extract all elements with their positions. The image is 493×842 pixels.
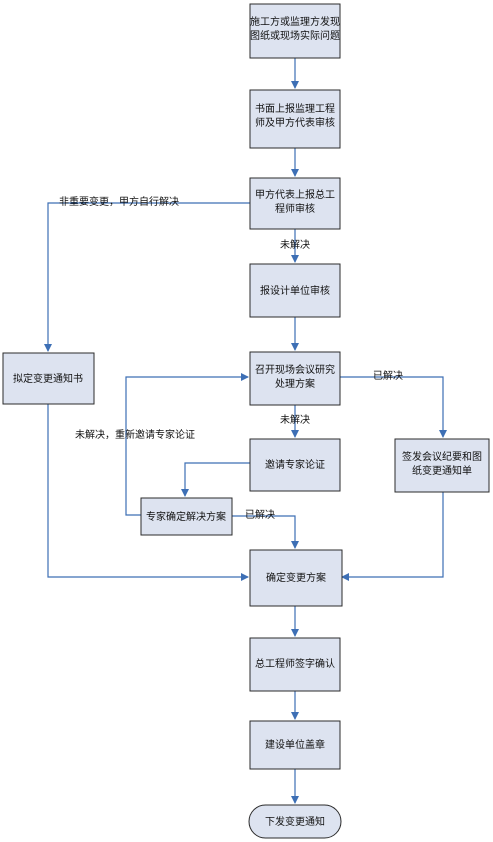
step-expert-solution: 专家确定解决方案 bbox=[140, 497, 233, 536]
step-chief-engineer-sign-line1: 总工程师签字确认 bbox=[255, 657, 335, 670]
step-owner-seal-line1: 建设单位盖章 bbox=[265, 738, 325, 751]
edge-n7-n10 bbox=[232, 515, 299, 549]
step-site-meeting: 召开现场会议研究 处理方案 bbox=[249, 351, 341, 406]
step-confirm-change-plan-line1: 确定变更方案 bbox=[266, 571, 326, 584]
label-nonmajor-change: 非重要变更，甲方自行解决 bbox=[59, 195, 179, 208]
label-resolved-1: 已解决 bbox=[373, 369, 403, 382]
step-owner-report-chief-line1: 甲方代表上报总工 bbox=[255, 188, 335, 201]
step-invite-experts-line1: 邀请专家论证 bbox=[265, 458, 325, 471]
step-written-report-line1: 书面上报监理工程 bbox=[255, 102, 335, 115]
label-resolved-2: 已解决 bbox=[245, 508, 275, 521]
step-issue-minutes: 签发会议纪要和图 纸变更通知单 bbox=[394, 438, 490, 493]
step-owner-report-chief: 甲方代表上报总工 程师审核 bbox=[249, 177, 341, 230]
edge-n5-n9 bbox=[340, 376, 447, 438]
step-issue-minutes-line2: 纸变更通知单 bbox=[412, 464, 472, 477]
step-site-meeting-line2: 处理方案 bbox=[275, 377, 315, 390]
label-unresolved-1: 未解决 bbox=[280, 238, 310, 251]
end-issue-notice-label: 下发变更通知 bbox=[265, 815, 325, 828]
edge-n6-n7 bbox=[181, 462, 250, 497]
step-invite-experts: 邀请专家论证 bbox=[249, 438, 341, 492]
step-expert-solution-line1: 专家确定解决方案 bbox=[146, 510, 226, 523]
step-draft-change-notice: 拟定变更通知书 bbox=[2, 352, 95, 405]
step-written-report-line2: 师及甲方代表审核 bbox=[255, 116, 335, 129]
step-chief-engineer-sign: 总工程师签字确认 bbox=[249, 637, 341, 692]
label-unresolved-2: 未解决 bbox=[280, 413, 310, 426]
end-issue-notice: 下发变更通知 bbox=[248, 804, 342, 839]
step-written-report: 书面上报监理工程 师及甲方代表审核 bbox=[249, 89, 341, 149]
edge-n3-n8 bbox=[44, 202, 250, 352]
step-discover-problem-line1: 施工方或监理方发现 bbox=[250, 15, 340, 28]
edge-n7-n5 bbox=[125, 373, 249, 516]
edge-n8-n10 bbox=[47, 404, 249, 581]
edge-n9-n10 bbox=[341, 492, 444, 581]
label-reinvite-experts: 未解决，重新邀请专家论证 bbox=[75, 428, 195, 441]
step-discover-problem: 施工方或监理方发现 图纸或现场实际问题 bbox=[249, 3, 341, 59]
step-discover-problem-line2: 图纸或现场实际问题 bbox=[250, 29, 340, 42]
step-site-meeting-line1: 召开现场会议研究 bbox=[255, 363, 335, 376]
step-draft-change-notice-line1: 拟定变更通知书 bbox=[13, 372, 83, 385]
step-owner-seal: 建设单位盖章 bbox=[249, 720, 341, 770]
step-confirm-change-plan: 确定变更方案 bbox=[249, 549, 343, 607]
step-design-review-line1: 报设计单位审核 bbox=[260, 284, 330, 297]
step-owner-report-chief-line2: 程师审核 bbox=[275, 202, 315, 215]
step-design-review: 报设计单位审核 bbox=[249, 263, 341, 318]
step-issue-minutes-line1: 签发会议纪要和图 bbox=[402, 450, 482, 463]
